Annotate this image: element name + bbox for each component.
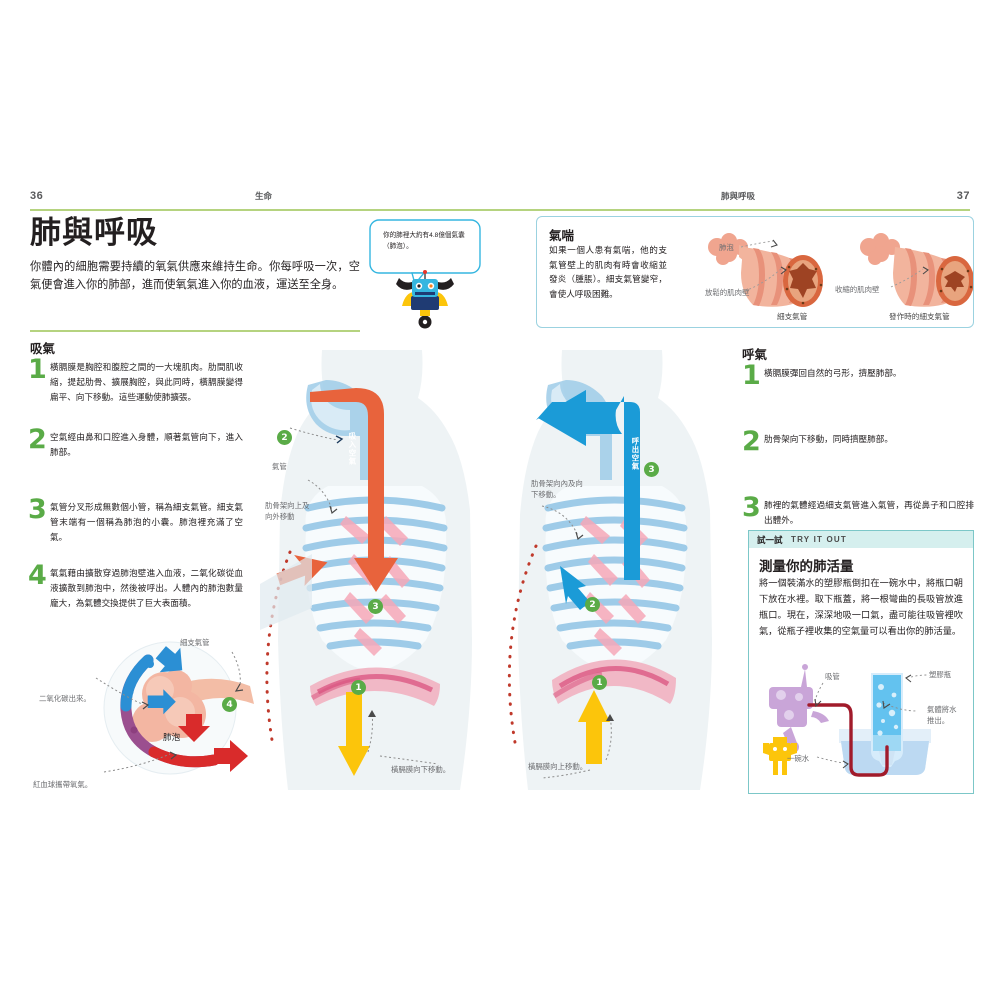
alveolus-badge-4: 4 [222, 697, 237, 712]
bronchiole-normal-illustration [683, 227, 823, 315]
exhale-torso-diagram [490, 340, 740, 790]
label-bowl-of-water: 一碗水 [787, 754, 810, 763]
robot-speech-bubble-group [368, 218, 498, 330]
inhale-steps-list: 1 橫膈膜是胸腔和腹腔之間的一大塊肌肉。肋間肌收縮，提起肋骨、擴展胸腔，與此同時… [28, 356, 243, 630]
step-number: 4 [28, 560, 47, 591]
step-number: 3 [28, 494, 47, 525]
step-number: 1 [742, 360, 761, 391]
speech-bubble-text: 你的肺裡大約有4.8億個氣囊（肺泡）。 [383, 232, 465, 250]
bronchiole-asthma-illustration [843, 227, 973, 315]
try-it-out-box: 試一試 TRY IT OUT 測量你的肺活量 將一個裝滿水的塑膠瓶倒扣在一碗水中… [748, 530, 974, 794]
folio-right: 37 [956, 190, 970, 202]
label-gas-pushes-water: 氣體將水 推出。 [927, 705, 957, 726]
label-plastic-bottle: 塑膠瓶 [929, 670, 952, 679]
exhale-badge-3: 3 [644, 462, 659, 477]
list-item: 1 橫膈膜彈回自然的弓形，擠壓肺部。 [742, 362, 974, 412]
list-item: 3 肺裡的氣體經過細支氣管進入氣管，再從鼻子和口腔排出體外。 [742, 494, 974, 544]
section-label-left: 生命 [255, 191, 273, 201]
try-it-out-heading: 測量你的肺活量 [759, 559, 854, 574]
step-number: 2 [742, 426, 761, 457]
inhale-badge-2: 2 [277, 430, 292, 445]
exhale-badge-2: 2 [585, 597, 600, 612]
label-contracted-muscle: 收縮的肌肉壁 [835, 285, 880, 294]
caption-normal-bronchiole: 細支氣管 [777, 312, 808, 321]
exhale-steps-list: 1 橫膈膜彈回自然的弓形，擠壓肺部。 2 肋骨架向下移動，同時擠壓肺部。 3 肺… [742, 362, 974, 564]
asthma-body: 如果一個人患有氣喘，他的支氣管壁上的肌肉有時會收縮並發炎（腫脹）。細支氣管變窄，… [549, 245, 667, 299]
step-text: 肺裡的氣體經過細支氣管進入氣管，再從鼻子和口腔排出體外。 [764, 500, 974, 525]
label-ribcage-in: 肋骨架向內及向 下移動。 [531, 479, 583, 500]
label-alveoli-asthma: 肺泡 [719, 243, 734, 252]
step-number: 2 [28, 424, 47, 455]
label-inhaled-air: 吸入空氣 [348, 432, 357, 466]
step-text: 肋骨架向下移動，同時擠壓肺部。 [764, 434, 893, 444]
try-it-out-tag: 試一試 TRY IT OUT [749, 531, 973, 548]
label-ribcage-out: 肋骨架向上及 向外移動 [265, 501, 310, 522]
alveolus-callout-diagram [90, 630, 280, 790]
inhale-heading: 吸氣 [30, 342, 56, 356]
label-rbc-oxygen: 紅血球攜帶氧氣。 [33, 780, 93, 789]
try-it-out-body: 將一個裝滿水的塑膠瓶倒扣在一碗水中，將瓶口朝下放在水裡。取下瓶蓋，將一根彎曲的長… [759, 578, 963, 637]
header-rule [30, 209, 970, 211]
running-head: 36 生命 肺與呼吸 37 [30, 190, 970, 208]
tag-label-en: TRY IT OUT [791, 535, 847, 544]
step-number: 1 [28, 354, 47, 385]
list-item: 4 氧氣藉由擴散穿過肺泡壁進入血液，二氧化碳從血液擴散到肺泡中，然後被呼出。人體… [28, 562, 243, 618]
list-item: 2 空氣經由鼻和口腔進入身體，順著氣管向下，進入肺部。 [28, 426, 243, 482]
step-text: 氣管分叉形成無數個小管，稱為細支氣管。細支氣管末端有一個稱為肺泡的小囊。肺泡裡充… [50, 502, 243, 542]
inhale-badge-3: 3 [368, 599, 383, 614]
label-exhaled-air: 呼出空氣 [631, 437, 640, 471]
asthma-heading: 氣喘 [549, 229, 575, 243]
label-co2-out: 二氧化碳出來。 [39, 694, 91, 703]
asthma-info-box: 氣喘 如果一個人患有氣喘，他的支氣管壁上的肌肉有時會收縮並發炎（腫脹）。細支氣管… [536, 216, 974, 328]
step-text: 空氣經由鼻和口腔進入身體，順著氣管向下，進入肺部。 [50, 432, 243, 457]
step-text: 氧氣藉由擴散穿過肺泡壁進入血液，二氧化碳從血液擴散到肺泡中，然後被呼出。人體內的… [50, 568, 243, 608]
step-text: 橫膈膜彈回自然的弓形，擠壓肺部。 [764, 368, 902, 378]
label-alveolus: 肺泡 [163, 732, 181, 742]
step-number: 3 [742, 492, 761, 523]
label-diaphragm-down: 橫膈膜向下移動。 [391, 765, 451, 774]
exhale-heading: 呼氣 [742, 348, 768, 362]
lung-capacity-experiment-illustration [755, 657, 967, 785]
list-item: 2 肋骨架向下移動，同時擠壓肺部。 [742, 428, 974, 478]
label-diaphragm-up: 橫膈膜向上移動。 [528, 762, 588, 771]
folio-left: 36 [30, 190, 44, 202]
page-title: 肺與呼吸 [30, 215, 158, 250]
tag-label-zh: 試一試 [757, 535, 783, 545]
caption-asthma-bronchiole: 發作時的細支氣管 [889, 312, 950, 321]
list-item: 3 氣管分叉形成無數個小管，稱為細支氣管。細支氣管末端有一個稱為肺泡的小囊。肺泡… [28, 496, 243, 552]
exhale-badge-1: 1 [592, 675, 607, 690]
section-label-right: 肺與呼吸 [720, 191, 755, 201]
intro-paragraph: 你體內的細胞需要持續的氧氣供應來維持生命。你每呼吸一次，空氣便會進入你的肺部，進… [30, 261, 360, 292]
label-straw: 吸管 [825, 672, 840, 681]
step-text: 橫膈膜是胸腔和腹腔之間的一大塊肌肉。肋間肌收縮，提起肋骨、擴展胸腔，與此同時，橫… [50, 362, 243, 402]
label-bronchiole: 細支氣管 [180, 638, 210, 647]
intro-rule [30, 330, 360, 332]
list-item: 1 橫膈膜是胸腔和腹腔之間的一大塊肌肉。肋間肌收縮，提起肋骨、擴展胸腔，與此同時… [28, 356, 243, 412]
label-relaxed-muscle: 放鬆的肌肉壁 [705, 288, 750, 297]
label-trachea: 氣管 [272, 462, 287, 471]
inhale-badge-1: 1 [351, 680, 366, 695]
inhale-torso-diagram [250, 340, 500, 790]
